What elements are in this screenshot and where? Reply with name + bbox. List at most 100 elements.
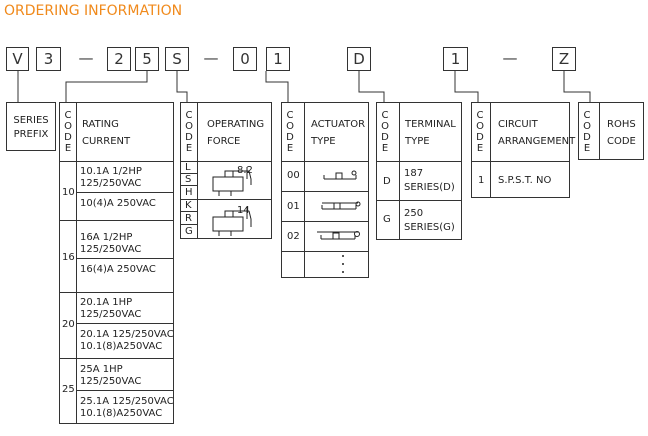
row-divider [76, 192, 173, 193]
actuator-code: 01 [287, 201, 300, 212]
rating-code: 25 [62, 384, 75, 395]
code-letter: O [381, 121, 389, 132]
code-letter: O [583, 121, 591, 132]
row-divider [60, 220, 173, 221]
code-letter: C [64, 110, 72, 121]
rating-text: 125/250VAC [80, 178, 142, 189]
row-divider [181, 224, 197, 225]
code-letter: D [185, 132, 193, 143]
rating-text: 125/250VAC [80, 376, 142, 387]
circuit-text: S.P.S.T. NO [498, 175, 552, 186]
rating-code: 16 [62, 252, 75, 263]
force-code: H [185, 187, 193, 198]
part-box-series: V [6, 47, 29, 71]
code-letter: O [286, 121, 294, 132]
force-code: L [185, 162, 191, 173]
row-divider [472, 161, 569, 162]
code-letter: E [185, 143, 193, 154]
row-divider [282, 191, 368, 192]
code-letter: O [185, 121, 193, 132]
rating-text: 16(4)A 250VAC [80, 264, 156, 275]
column-divider [197, 103, 198, 238]
code-letter: D [583, 132, 591, 143]
actuator-pin-icon [323, 170, 357, 180]
rating-text: 10.1A 1/2HP [80, 166, 142, 177]
series-label-line2: PREFIX [13, 129, 49, 140]
row-divider [282, 161, 368, 162]
code-header: C O D E [182, 110, 196, 154]
rating-text: 10.1(8)A250VAC [80, 408, 163, 419]
terminal-code: G [383, 214, 391, 225]
part-box-series-digit: 3 [36, 47, 61, 71]
circuit-header-line1: CIRCUIT [498, 119, 538, 130]
rating-header-line2: CURRENT [82, 136, 131, 147]
rating-header-line1: RATING [82, 119, 119, 130]
circuit-code: 1 [478, 175, 485, 186]
row-divider [60, 292, 173, 293]
rating-text: 20.1A 125/250VAC [80, 329, 174, 340]
part-box-circuit: 1 [443, 47, 468, 71]
actuator-header-line1: ACTUATOR [311, 119, 366, 130]
code-letter: C [583, 110, 591, 121]
actuator-roller-icon [317, 231, 360, 240]
terminal-text: 187 [404, 168, 424, 179]
row-divider [181, 173, 197, 174]
code-letter: C [286, 110, 294, 121]
ellipsis-icon [342, 255, 344, 273]
circuit-arrangement-table: C O D E CIRCUIT ARRANGEMENT 1 S.P.S.T. N… [471, 102, 575, 198]
rohs-header-line1: ROHS [607, 119, 636, 130]
code-header: C O D E [61, 110, 75, 154]
rating-code: 10 [62, 187, 75, 198]
rating-text: 10.1(8)A250VAC [80, 341, 163, 352]
separator-dash: — [203, 49, 219, 67]
rating-text: 125/250VAC [80, 309, 142, 320]
row-divider [377, 200, 461, 201]
series-label-line1: SERIES [13, 115, 49, 126]
operating-force-table: C O D E OPERATING FORCE L S H K R G 8.2 … [180, 102, 272, 239]
actuator-code: 00 [287, 170, 300, 181]
part-box-rating-2: 5 [135, 47, 159, 71]
code-letter: C [381, 110, 389, 121]
rating-current-table: C O D E RATING CURRENT 10 10.1A 1/2HP 12… [59, 102, 174, 424]
code-letter: E [476, 143, 484, 154]
actuator-code: 02 [287, 231, 300, 242]
row-divider [181, 185, 197, 186]
row-divider [377, 161, 461, 162]
code-letter: E [286, 143, 294, 154]
code-letter: D [64, 132, 72, 143]
part-box-actuator-2: 1 [266, 47, 290, 71]
actuator-lever-icon [321, 201, 361, 210]
code-letter: O [64, 121, 72, 132]
row-divider [60, 358, 173, 359]
circuit-header-line2: ARRANGEMENT [498, 136, 576, 147]
row-divider [60, 161, 173, 162]
column-divider [490, 103, 491, 197]
code-header: C O D E [580, 110, 594, 154]
rating-text: 25.1A 125/250VAC [80, 396, 174, 407]
rating-text: 25A 1HP [80, 364, 123, 375]
code-header: C O D E [473, 110, 487, 154]
force-code: S [185, 174, 192, 185]
actuator-header-line2: TYPE [311, 136, 336, 147]
part-box-force: S [165, 47, 189, 71]
terminal-type-table: C O D E TERMINAL TYPE D 187 SERIES(D) G … [376, 102, 462, 240]
terminal-header-line2: TYPE [405, 136, 430, 147]
force-code: G [185, 226, 193, 237]
part-box-rating-1: 2 [107, 47, 131, 71]
row-divider [181, 211, 197, 212]
part-box-terminal: D [347, 47, 371, 71]
column-divider [399, 103, 400, 239]
part-box-rohs: Z [552, 47, 576, 71]
code-letter: D [476, 132, 484, 143]
column-divider [599, 103, 600, 159]
force-code: K [185, 200, 192, 211]
row-divider [282, 251, 368, 252]
force-header-line1: OPERATING [207, 119, 265, 130]
terminal-text: SERIES(D) [404, 182, 455, 193]
series-prefix-box: SERIES PREFIX [6, 102, 56, 151]
terminal-text: 250 [404, 208, 424, 219]
terminal-code: D [383, 176, 391, 187]
row-divider [76, 323, 173, 324]
separator-dash: — [502, 49, 518, 67]
code-letter: D [286, 132, 294, 143]
